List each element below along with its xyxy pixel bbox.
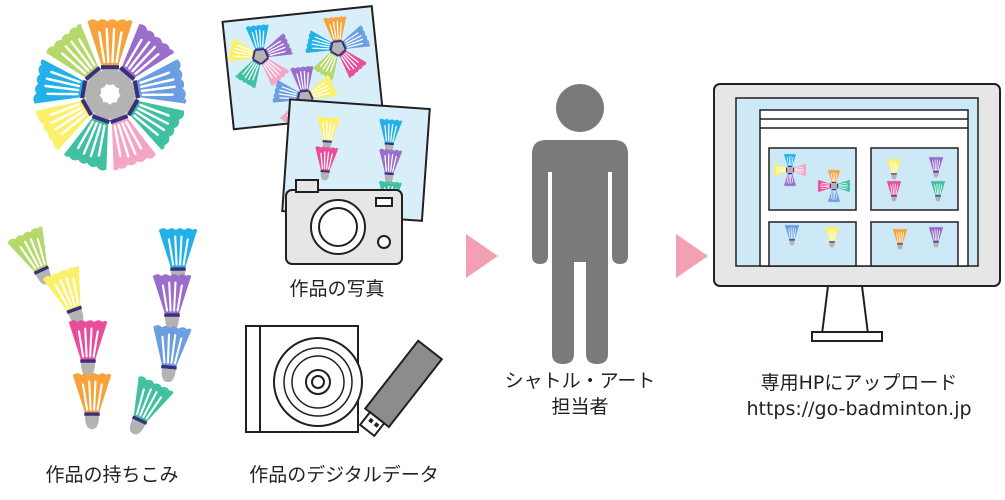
monitor-icon [713,83,1001,342]
bring-in-label: 作品の持ちこみ [45,464,179,486]
person-label-line2: 担当者 [551,396,609,418]
site-url[interactable]: https://go-badminton.jp [746,398,972,420]
usb-icon [358,339,444,438]
arrow-icon [676,234,708,278]
shuttle-flower-icon [32,18,188,173]
digital-data-icon [245,325,444,438]
photo-icon [221,5,431,265]
photo-label: 作品の写真 [289,278,385,300]
person-icon [532,84,628,364]
arrow-icon [466,234,498,278]
upload-label: 専用HPにアップロード [760,372,958,394]
disc-icon [273,337,363,427]
shuttle-column-icon [6,224,198,443]
digital-data-label: 作品のデジタルデータ [249,464,439,486]
person-label-line1: シャトル・アート [504,370,656,392]
camera-icon [285,179,403,265]
